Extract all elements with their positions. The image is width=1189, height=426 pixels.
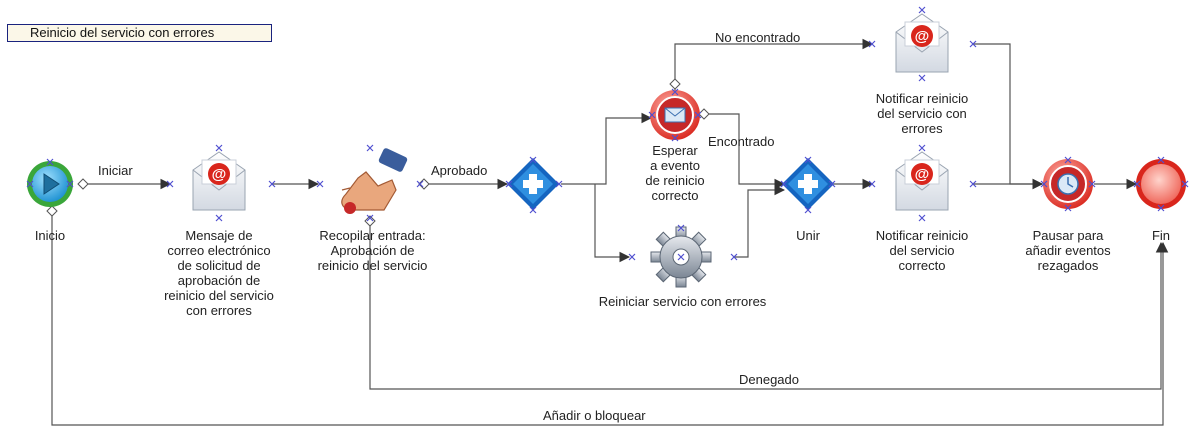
clock-icon xyxy=(1057,173,1079,195)
connectors xyxy=(51,38,1169,426)
email-request-icon[interactable]: @ xyxy=(192,151,246,211)
flow-add-or-block xyxy=(51,214,1169,426)
plus-icon xyxy=(798,174,818,194)
flow-restart-to-join xyxy=(734,184,786,258)
plus-icon xyxy=(523,174,543,194)
edge-label-iniciar: Iniciar xyxy=(98,163,133,178)
node-label-fin: Fin xyxy=(1151,228,1171,243)
flow-wait-to-notfound xyxy=(674,38,874,90)
gateway-decision[interactable] xyxy=(507,158,559,210)
start-event[interactable] xyxy=(27,161,73,207)
flow-denied xyxy=(369,224,1167,390)
svg-text:@: @ xyxy=(212,166,227,183)
svg-text:@: @ xyxy=(915,166,930,183)
wait-event[interactable] xyxy=(650,90,700,140)
flow-gateway-to-wait xyxy=(561,112,653,185)
edge-label-anadir-bloquear: Añadir o bloquear xyxy=(543,408,646,423)
edge-label-no-encontrado: No encontrado xyxy=(715,30,801,45)
node-label-pause: Pausar para añadir eventos rezagados xyxy=(1025,228,1111,273)
node-label-collect-input: Recopilar entrada: Aprobación de reinici… xyxy=(317,228,428,273)
connector-diamonds xyxy=(46,78,710,227)
svg-text:@: @ xyxy=(915,28,930,45)
node-label-email-request: Mensaje de correo electrónico de solicit… xyxy=(164,228,274,318)
flow-gateway-to-restart xyxy=(594,184,631,263)
hand-input-icon[interactable] xyxy=(341,147,408,214)
diagram-title: Reinicio del servicio con errores xyxy=(7,24,272,42)
edge-label-aprobado: Aprobado xyxy=(431,163,488,178)
email-notify-error-icon[interactable]: @ xyxy=(895,13,949,73)
envelope-icon xyxy=(664,107,686,123)
email-notify-ok-icon[interactable]: @ xyxy=(895,151,949,211)
node-label-join: Unir xyxy=(796,228,820,243)
node-label-wait: Esperar a evento de reinicio correcto xyxy=(645,143,705,203)
selection-markers xyxy=(26,6,1189,261)
flow-wait-to-join xyxy=(706,113,786,190)
edge-label-denegado: Denegado xyxy=(739,372,799,387)
node-label-notify-error: Notificar reinicio del servicio con erro… xyxy=(875,91,969,136)
play-icon xyxy=(43,173,60,195)
node-label-restart: Reiniciar servicio con errores xyxy=(598,294,767,309)
node-label-inicio: Inicio xyxy=(34,228,66,243)
edge-label-encontrado: Encontrado xyxy=(708,134,775,149)
pause-timer-event[interactable] xyxy=(1043,159,1093,209)
gateway-join[interactable] xyxy=(782,158,834,210)
end-event[interactable] xyxy=(1136,159,1186,209)
node-label-notify-ok: Notificar reinicio del servicio correcto xyxy=(875,228,969,273)
